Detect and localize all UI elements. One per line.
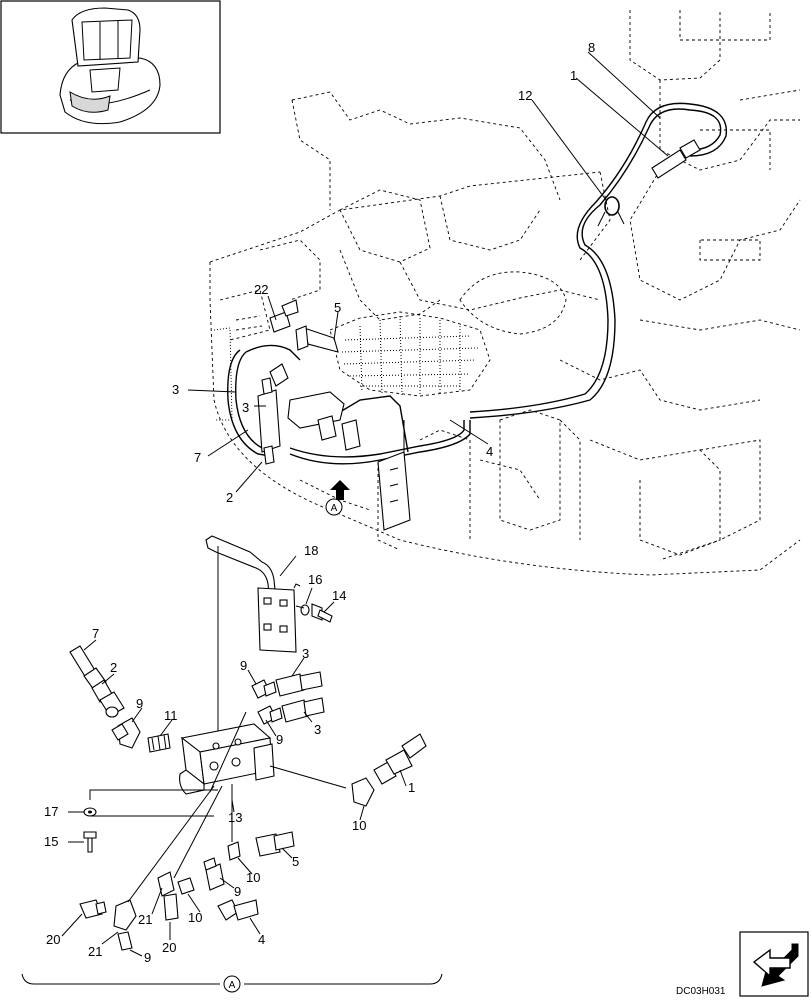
callout-21-b: 21 xyxy=(88,944,102,959)
bracket-installed xyxy=(377,420,411,551)
coupler-fitting xyxy=(651,139,701,179)
callout-3-b: 3 xyxy=(314,722,321,737)
hose-7-fitting-2 xyxy=(69,645,125,718)
callout-13: 13 xyxy=(228,810,242,825)
callout-15: 15 xyxy=(44,834,58,849)
callout-labels: 8 1 12 22 5 3 3 7 2 4 18 16 14 7 2 9 3 9… xyxy=(44,40,595,965)
callout-2-top: 2 xyxy=(226,490,233,505)
washer-and-bolt-16-14 xyxy=(295,603,333,623)
machine-frame-outline xyxy=(209,10,801,576)
callout-12: 12 xyxy=(518,88,532,103)
view-arrow-top: A xyxy=(325,480,350,516)
orientation-arrow-icon xyxy=(739,931,809,997)
callout-16: 16 xyxy=(308,572,322,587)
callout-21-a: 21 xyxy=(138,912,152,927)
callout-20-b: 20 xyxy=(162,940,176,955)
drawing-code: DC03H031 xyxy=(676,986,726,997)
callout-22: 22 xyxy=(254,282,268,297)
callout-10-b: 10 xyxy=(246,870,260,885)
hose-assembly-top xyxy=(469,102,728,419)
view-marker-top: A xyxy=(331,503,338,514)
callout-17: 17 xyxy=(44,804,58,819)
callout-9-c: 9 xyxy=(276,732,283,747)
callout-3-mid: 3 xyxy=(242,400,249,415)
callout-2-low: 2 xyxy=(110,660,117,675)
leader-lines-top xyxy=(187,51,669,493)
view-a-bracket-bottom: A xyxy=(21,973,443,993)
machine-locator-inset xyxy=(0,0,221,134)
bracket-exploded xyxy=(205,535,301,740)
valve-block-13 xyxy=(179,723,275,795)
leader-lines-exploded xyxy=(61,555,407,957)
elbow-10-hose-1 xyxy=(269,733,427,807)
callout-9-b: 9 xyxy=(136,696,143,711)
view-marker-bottom: A xyxy=(229,980,236,991)
control-valve-cluster xyxy=(213,311,491,421)
callout-11: 11 xyxy=(164,708,178,723)
callout-3-a: 3 xyxy=(302,646,309,661)
callout-14: 14 xyxy=(332,588,346,603)
callout-1-low: 1 xyxy=(408,780,415,795)
callout-7-top: 7 xyxy=(194,450,201,465)
fittings-hoses-3 xyxy=(209,671,325,793)
bolt-15-washer-17 xyxy=(83,789,218,853)
callout-9-a: 9 xyxy=(240,658,247,673)
callout-7-low: 7 xyxy=(92,626,99,641)
excavator-cab-icon xyxy=(59,7,161,125)
callout-9-d: 9 xyxy=(234,884,241,899)
callout-10-c: 10 xyxy=(188,910,202,925)
hose-routing-lower xyxy=(227,344,471,465)
callout-1-top: 1 xyxy=(570,68,577,83)
adapter-11 xyxy=(147,733,171,753)
valve-assembly-installed xyxy=(257,299,361,465)
callout-18: 18 xyxy=(304,543,318,558)
callout-3-left: 3 xyxy=(172,382,179,397)
callout-20-a: 20 xyxy=(46,932,60,947)
callout-4-low: 4 xyxy=(258,932,265,947)
callout-4-top: 4 xyxy=(486,444,493,459)
callout-8: 8 xyxy=(588,40,595,55)
callout-9-e: 9 xyxy=(144,950,151,965)
callout-10-a: 10 xyxy=(352,818,366,833)
callout-5-low: 5 xyxy=(292,854,299,869)
elbow-fitting-left xyxy=(111,717,141,749)
hose-clamp xyxy=(597,196,625,227)
lower-fittings xyxy=(79,784,295,951)
callout-5-top: 5 xyxy=(334,300,341,315)
